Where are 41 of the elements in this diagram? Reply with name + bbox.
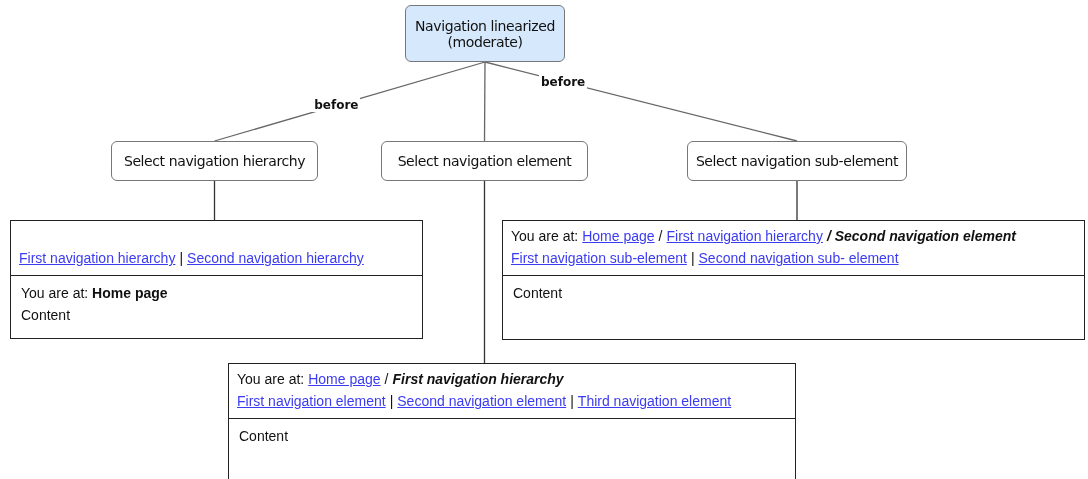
link: First navigation hierarchy	[19, 250, 176, 266]
separator: /	[658, 228, 663, 244]
node-label: Navigation linearized (moderate)	[414, 17, 556, 50]
connector-line	[796, 180, 798, 221]
separator: |	[570, 393, 574, 409]
breadcrumb-label: You are at:	[237, 371, 305, 387]
link: First navigation element	[237, 393, 386, 409]
breadcrumb-text: You are at: Home page	[21, 285, 168, 301]
link: Home page	[582, 228, 655, 244]
page-mockup	[10, 220, 423, 339]
process-box	[687, 141, 907, 181]
content-text: Content	[513, 285, 563, 301]
link: First navigation hierarchy	[666, 228, 823, 244]
content-text: Content	[239, 428, 289, 444]
edge-label: before	[539, 74, 588, 89]
root-box	[405, 5, 565, 62]
page-mockup	[228, 363, 796, 479]
link: First navigation sub-element	[511, 250, 687, 266]
link: Second navigation hierarchy	[187, 250, 364, 266]
node-label: Select navigation hierarchy	[123, 153, 306, 169]
node-label: Select navigation sub-element	[695, 153, 899, 169]
link: Third navigation element	[577, 393, 732, 409]
separator: |	[179, 250, 184, 266]
process-box	[381, 141, 588, 181]
process-box	[111, 141, 318, 181]
current-page-text: / Second navigation element	[826, 228, 1016, 244]
breadcrumb-label: You are at:	[511, 228, 579, 244]
page-mockup	[502, 220, 1085, 340]
connector-line	[483, 61, 486, 142]
separator: /	[384, 371, 389, 387]
separator: |	[690, 250, 695, 266]
connector-line	[483, 180, 486, 364]
link: Second navigation sub- element	[698, 250, 899, 266]
separator: |	[389, 393, 394, 409]
node-label: Select navigation element	[397, 153, 572, 169]
link: Home page	[308, 371, 381, 387]
current-page-text: First navigation hierarchy	[392, 371, 564, 387]
edge-label: before	[312, 98, 361, 113]
link: Second navigation element	[397, 393, 567, 409]
connector-line	[213, 180, 216, 221]
content-text: Content	[21, 307, 71, 323]
